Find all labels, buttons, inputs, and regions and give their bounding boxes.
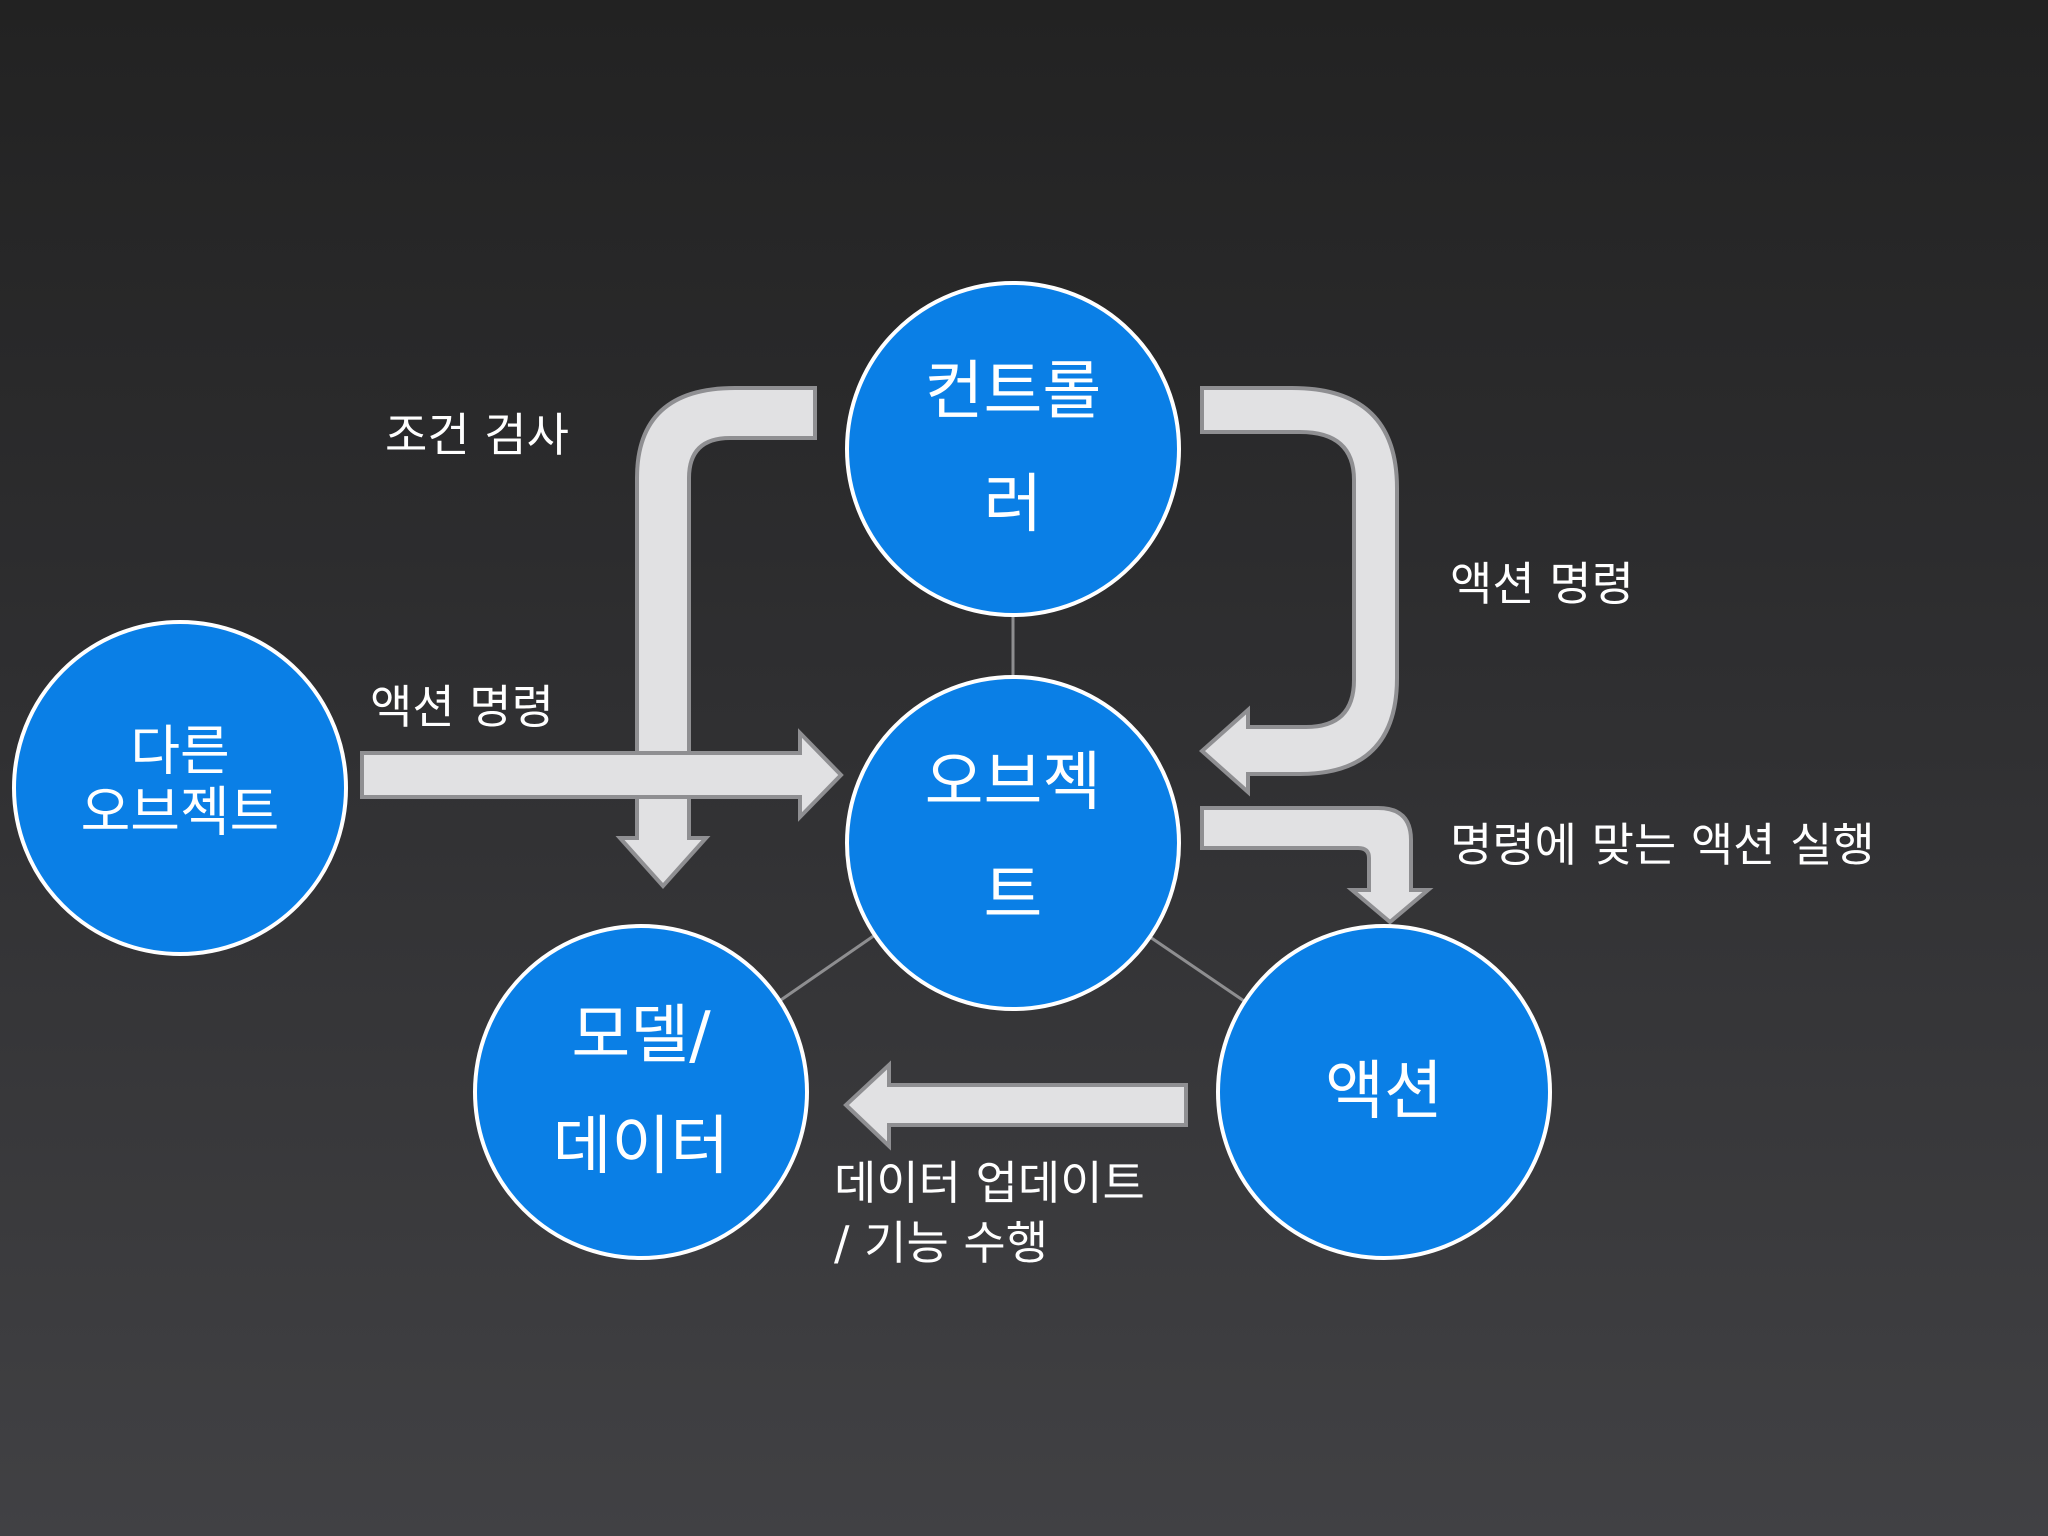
label-other-action-command: 액션 명령 — [370, 680, 554, 734]
node-controller: 컨트롤 러 — [845, 281, 1181, 617]
node-controller-label-line1: 컨트롤 — [925, 355, 1102, 429]
connector-object-action — [1149, 935, 1248, 1005]
node-controller-circle — [845, 281, 1181, 617]
node-other-object-label-line2: 오브젝트 — [81, 781, 280, 844]
arrow-controller-action-command — [1198, 386, 1399, 797]
node-other-object: 다른 오브젝트 — [12, 620, 348, 956]
label-data-update-line1: 데이터 업데이트 — [834, 1156, 1145, 1210]
arrow-condition-check — [615, 386, 817, 889]
node-controller-label-line2: 러 — [984, 468, 1043, 542]
node-object: 오브젝 트 — [845, 675, 1181, 1011]
label-condition-check: 조건 검사 — [385, 408, 569, 462]
label-data-update-line2: / 기능 수행 — [834, 1216, 1048, 1270]
node-action-label: 액션 — [1325, 1055, 1443, 1129]
node-action-circle — [1216, 924, 1552, 1260]
arrow-execute-action — [1200, 806, 1434, 925]
node-object-circle — [845, 675, 1181, 1011]
node-model-data-label-line1: 모델/ — [571, 999, 711, 1073]
connector-object-model — [777, 933, 876, 1004]
label-execute-action: 명령에 맞는 액션 실행 — [1450, 818, 1875, 872]
arrow-other-action-command — [360, 728, 844, 822]
node-model-data-label-line2: 데이터 — [553, 1110, 730, 1184]
node-action: 액션 — [1216, 924, 1552, 1260]
node-other-object-label-line1: 다른 — [130, 720, 229, 783]
arrow-data-update — [843, 1060, 1188, 1151]
node-object-label-line1: 오브젝 — [925, 746, 1102, 820]
node-other-object-circle — [12, 620, 348, 956]
node-model-data: 모델/ 데이터 — [473, 924, 809, 1260]
node-object-label-line2: 트 — [984, 859, 1043, 933]
label-controller-action-command: 액션 명령 — [1450, 557, 1634, 611]
node-model-data-circle — [473, 924, 809, 1260]
